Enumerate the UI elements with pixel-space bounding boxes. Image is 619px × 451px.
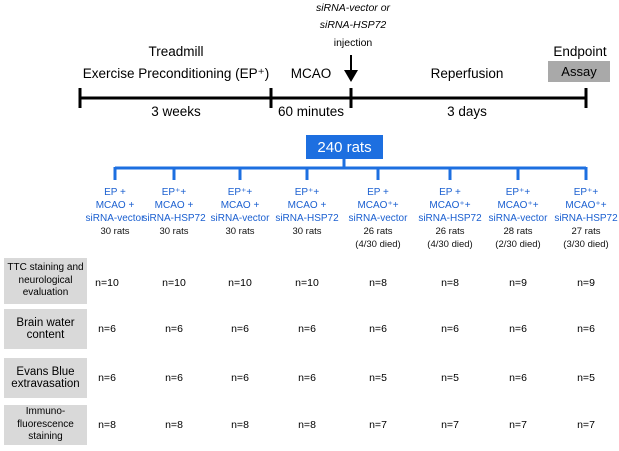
assay-cell: n=5 — [577, 372, 595, 384]
group-count: 30 rats — [159, 226, 189, 237]
assay-label-1: TTC staining and neurological evaluation — [4, 258, 87, 304]
group-line-1: EP + — [367, 187, 389, 198]
group-line-2: MCAO + — [220, 200, 260, 211]
injection-arrow-head — [344, 70, 358, 82]
group-header-3: EP⁺+ MCAO + siRNA-vector 30 rats — [211, 186, 270, 238]
assay-cell: n=6 — [441, 323, 459, 335]
group-line-2: MCAO⁺+ — [565, 200, 607, 211]
assay-cell: n=6 — [231, 323, 249, 335]
assay-label-4: Immuno- fluorescence staining — [4, 405, 87, 445]
group-line-1: EP + — [104, 187, 126, 198]
group-line-1: EP⁺+ — [227, 187, 253, 198]
group-line-1: EP⁺+ — [505, 187, 531, 198]
group-line-1: EP + — [439, 187, 461, 198]
assay-cell: n=6 — [98, 372, 116, 384]
assay-cell: n=7 — [509, 419, 527, 431]
group-line-1: EP⁺+ — [161, 187, 187, 198]
group-line-3: siRNA-HSP72 — [275, 213, 339, 224]
assay-cell: n=8 — [98, 419, 116, 431]
assay-cell: n=9 — [509, 277, 527, 289]
group-died: (2/30 died) — [495, 239, 541, 250]
total-rats-box: 240 rats — [306, 135, 383, 159]
group-count: 26 rats — [435, 226, 465, 237]
group-line-3: siRNA-vector — [85, 213, 145, 224]
group-header-6: EP + MCAO⁺+ siRNA-HSP72 26 rats (4/30 died) — [418, 186, 481, 251]
group-line-3: siRNA-HSP72 — [418, 213, 482, 224]
group-line-3: siRNA-HSP72 — [142, 213, 206, 224]
assay-cell: n=8 — [369, 277, 387, 289]
group-count: 27 rats — [571, 226, 601, 237]
group-line-3: siRNA-vector — [348, 213, 408, 224]
tree-drops — [113, 167, 588, 180]
assay-cell: n=8 — [231, 419, 249, 431]
assay-cell: n=6 — [369, 323, 387, 335]
assay-cell: n=6 — [98, 323, 116, 335]
group-line-2: MCAO + — [95, 200, 135, 211]
group-count: 30 rats — [225, 226, 255, 237]
assay-cell: n=8 — [165, 419, 183, 431]
group-line-2: MCAO⁺+ — [429, 200, 471, 211]
assay-cell: n=6 — [165, 323, 183, 335]
group-line-3: siRNA-HSP72 — [554, 213, 618, 224]
duration-weeks: 3 weeks — [151, 104, 201, 119]
assay-cell: n=8 — [298, 419, 316, 431]
assay-cell: n=6 — [298, 372, 316, 384]
injection-line-2: siRNA-HSP72 — [319, 19, 387, 31]
assay-label-3: Evans Blue extravasation — [4, 358, 87, 398]
mcao-label: MCAO — [290, 66, 332, 81]
assay-cell: n=8 — [441, 277, 459, 289]
assay-cell: n=10 — [162, 277, 186, 289]
assay-cell: n=6 — [577, 323, 595, 335]
assay-cell: n=10 — [95, 277, 119, 289]
assay-cell: n=7 — [441, 419, 459, 431]
assay-cell: n=7 — [369, 419, 387, 431]
group-header-4: EP⁺+ MCAO + siRNA-HSP72 30 rats — [275, 186, 338, 238]
reperfusion-label: Reperfusion — [430, 66, 504, 81]
assay-box: Assay — [548, 61, 610, 82]
assay-cell: n=6 — [298, 323, 316, 335]
group-line-3: siRNA-vector — [210, 213, 270, 224]
group-died: (4/30 died) — [355, 239, 401, 250]
group-line-2: MCAO⁺+ — [497, 200, 539, 211]
group-line-2: MCAO⁺+ — [357, 200, 399, 211]
group-count: 28 rats — [503, 226, 533, 237]
group-count: 30 rats — [100, 226, 130, 237]
endpoint-label: Endpoint — [553, 44, 607, 59]
injection-line-3: injection — [333, 37, 373, 49]
group-line-1: EP⁺+ — [294, 187, 320, 198]
assay-cell: n=6 — [165, 372, 183, 384]
assay-cell: n=10 — [228, 277, 252, 289]
duration-days: 3 days — [447, 104, 487, 119]
assay-cell: n=9 — [577, 277, 595, 289]
duration-minutes: 60 minutes — [277, 104, 345, 119]
assay-label-2: Brain water content — [4, 309, 87, 349]
group-header-7: EP⁺+ MCAO⁺+ siRNA-vector 28 rats (2/30 died) — [489, 186, 548, 251]
assay-cell: n=7 — [577, 419, 595, 431]
assay-cell: n=5 — [441, 372, 459, 384]
exercise-preconditioning-label: Exercise Preconditioning (EP⁺) — [82, 66, 270, 81]
group-line-1: EP⁺+ — [573, 187, 599, 198]
assay-cell: n=10 — [295, 277, 319, 289]
group-header-1: EP + MCAO + siRNA-vector 30 rats — [86, 186, 145, 238]
group-header-2: EP⁺+ MCAO + siRNA-HSP72 30 rats — [142, 186, 205, 238]
group-count: 30 rats — [292, 226, 322, 237]
assay-cell: n=6 — [231, 372, 249, 384]
assay-cell: n=6 — [509, 323, 527, 335]
group-died: (4/30 died) — [427, 239, 473, 250]
group-header-8: EP⁺+ MCAO⁺+ siRNA-HSP72 27 rats (3/30 died) — [554, 186, 617, 251]
assay-cell: n=6 — [509, 372, 527, 384]
assay-cell: n=5 — [369, 372, 387, 384]
group-header-5: EP + MCAO⁺+ siRNA-vector 26 rats (4/30 died) — [349, 186, 408, 251]
group-line-2: MCAO + — [154, 200, 194, 211]
group-died: (3/30 died) — [563, 239, 609, 250]
group-count: 26 rats — [363, 226, 393, 237]
injection-line-1: siRNA-vector or — [315, 2, 391, 14]
group-line-3: siRNA-vector — [488, 213, 548, 224]
treadmill-label: Treadmill — [148, 44, 204, 59]
group-line-2: MCAO + — [287, 200, 327, 211]
